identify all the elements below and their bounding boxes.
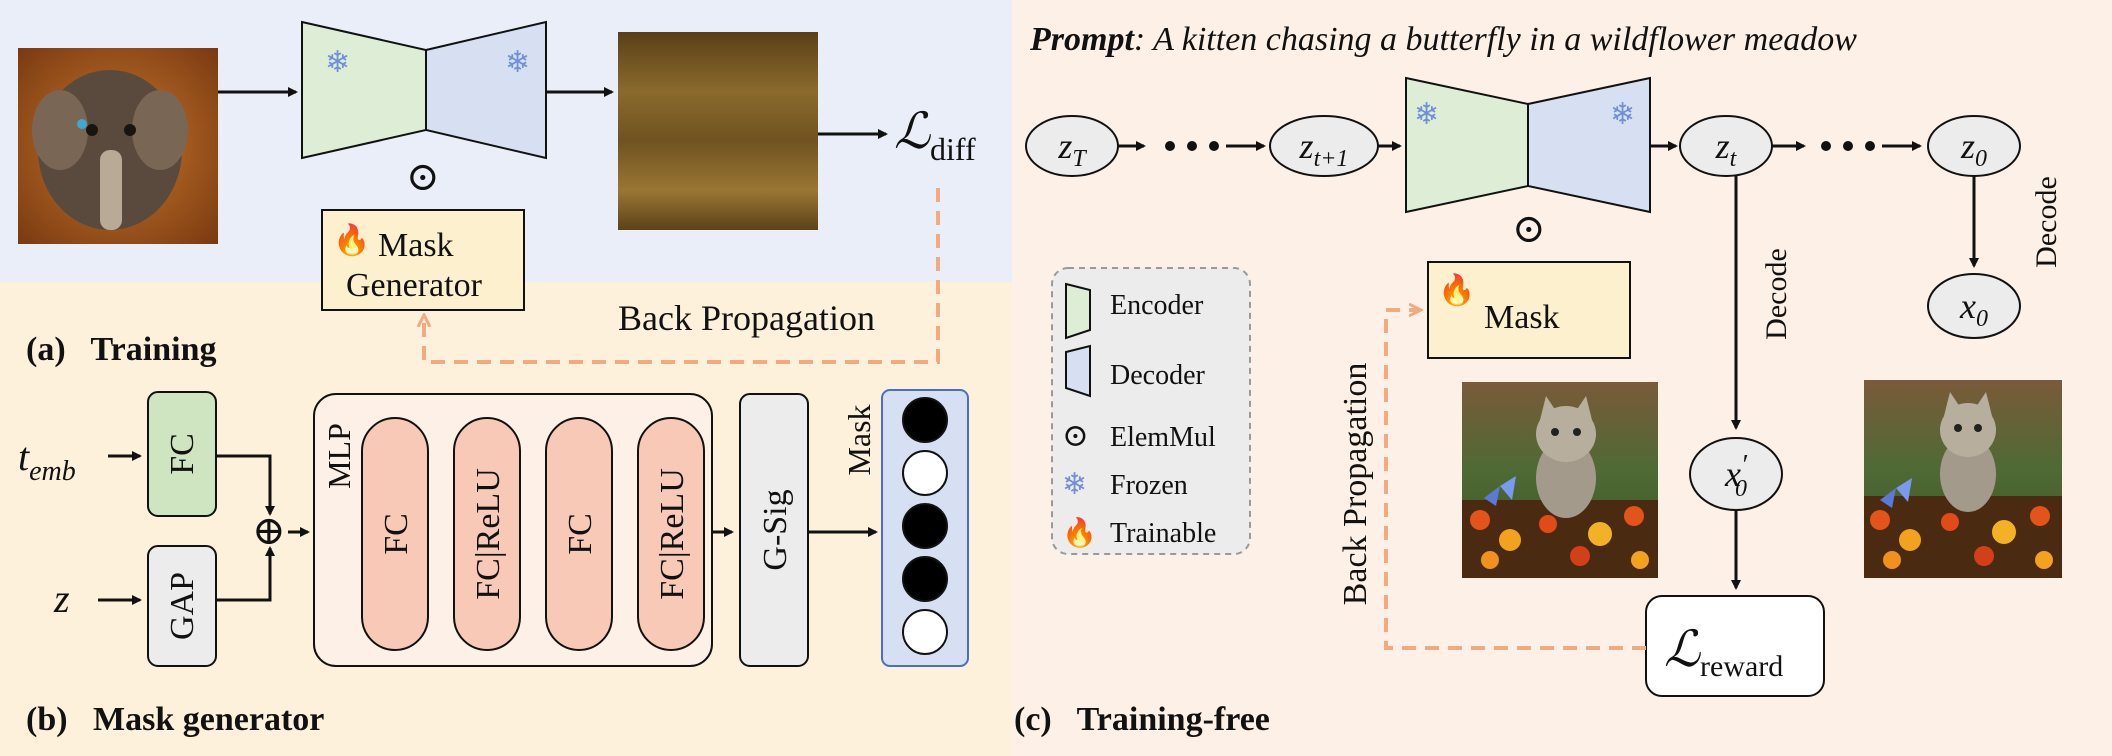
legend-trainable-icon: 🔥 [1062,516,1097,549]
legend-frozen-icon: ❄ [1062,468,1087,501]
legend-trainable: Trainable [1110,518,1216,549]
mask-dots [902,397,948,655]
mask-generator-label-2: Generator [346,267,483,304]
mlp-layer-label: FC [562,513,599,555]
mlp-layer-box [637,417,705,651]
mask-generator-box [321,209,525,311]
loss-reward: ℒreward [1664,621,1783,683]
frozen-icon: ❄ [1610,98,1635,131]
mask-dot-off [902,450,948,496]
elem-mul-icon: ⊙ [1512,206,1546,251]
elephant-image [18,48,218,244]
legend-encoder-icon [1065,282,1091,340]
mlp-layer-box [545,417,613,651]
legend-decoder-icon [1065,344,1091,398]
svg-text:zT: zT [1057,126,1087,172]
mask-dot-on [902,503,948,549]
fc-input-box [147,391,217,517]
mask-dot-off [902,609,948,655]
decode-label-2: Decode [2030,176,2063,268]
noise-output-image [618,32,818,230]
mlp-label: MLP [321,423,357,489]
t-emb-input: temb [18,434,76,487]
mask-generator-label-1: Mask [378,227,454,264]
node-x-0 [1927,273,2021,339]
gap-label: GAP [164,572,201,640]
decode-label-1: Decode [1760,248,1793,340]
frozen-icon: ❄ [1414,98,1439,131]
decoder-shape-a [425,20,547,160]
prompt-line: Prompt: A kitten chasing a butterfly in … [1029,21,1857,58]
mlp-layers: FC FC|ReLU FC FC|ReLU [361,417,705,651]
kitten-image-1 [1462,382,1658,578]
legend-elemmul: ElemMul [1110,422,1216,453]
frozen-icon: ❄ [325,46,350,79]
gsig-box [739,393,809,667]
legend-elemmul-icon: ⊙ [1062,417,1089,453]
back-propagation-label-c: Back Propagation [1337,363,1374,606]
mask-dot-on [902,397,948,443]
elem-mul-icon: ⊙ [406,154,440,199]
svg-text:z0: z0 [1960,126,1987,172]
decoder-shape-c [1527,76,1651,214]
legend-frozen: Frozen [1110,470,1188,501]
legend-box [1051,267,1251,555]
panel-b-caption: (b) Mask generator [26,701,324,738]
mlp-layer-label: FC|ReLU [654,468,691,599]
trainable-icon: 🔥 [333,222,370,257]
z-input: z [53,576,70,621]
legend-decoder: Decoder [1110,360,1206,391]
panel-c-caption: (c) Training-free [1014,701,1270,738]
mlp-layer-box [453,417,521,651]
legend-encoder: Encoder [1110,290,1204,321]
mlp-layer-label: FC|ReLU [470,468,507,599]
mask-label-c: Mask [1484,299,1560,336]
mask-output-label: Mask [841,404,877,475]
svg-text:zt+1: zt+1 [1299,126,1349,172]
add-operator: ⊕ [252,508,286,553]
back-propagation-label-a: Back Propagation [618,298,875,338]
gap-box [147,545,217,667]
trainable-icon: 🔥 [1438,272,1475,307]
mask-dot-on [902,556,948,602]
gsig-label: G-Sig [757,489,794,570]
svg-text:zt: zt [1715,126,1738,172]
kitten-image-2 [1864,380,2062,578]
frozen-icon: ❄ [505,46,530,79]
loss-diff: ℒdiff [894,103,976,167]
mlp-layer-label: FC [378,513,415,555]
fc-input-label: FC [164,433,201,475]
mask-box-c [1427,261,1631,359]
mlp-layer-box [361,417,429,651]
svg-text:x′0: x′0 [1724,450,1748,502]
svg-text:x0: x0 [1959,286,1988,332]
panel-a-caption: (a) Training [26,331,217,368]
